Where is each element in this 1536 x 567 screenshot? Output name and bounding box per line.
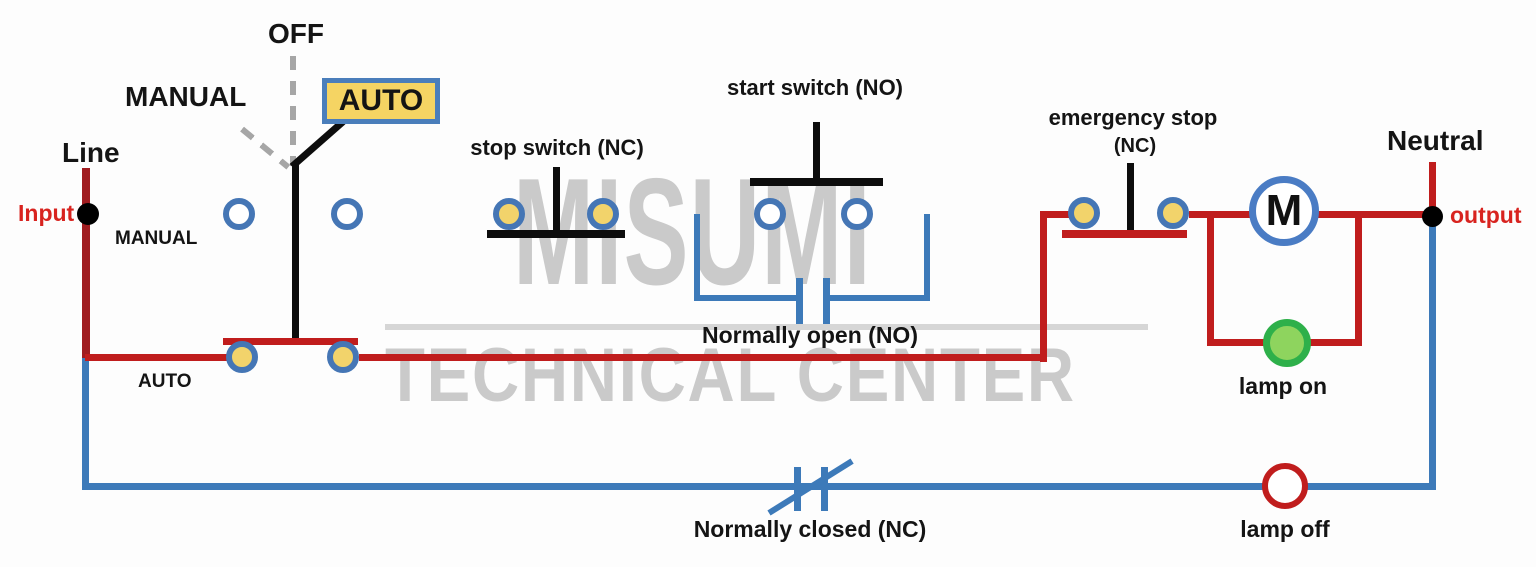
auto-branch-wire-left	[85, 354, 227, 361]
neutral-rail-wire-blue	[1429, 220, 1436, 490]
start-switch-stem	[813, 122, 820, 180]
selector-off-position-dashed-line	[290, 56, 296, 166]
no-contact-bar-left	[796, 278, 803, 324]
neutral-rail-label: Neutral	[1387, 125, 1484, 156]
selector-manual-label: MANUAL	[125, 81, 247, 112]
auto-branch-rise	[1040, 214, 1047, 362]
start-switch-terminal-left	[754, 198, 786, 230]
no-branch-horizontal-left	[694, 295, 797, 301]
output-label: output	[1450, 202, 1522, 228]
emergency-stop-nc-label: (NC)	[1113, 135, 1157, 157]
nc-contact-bar-left	[794, 467, 801, 511]
no-branch-right-rise	[924, 214, 930, 301]
stop-switch-label: stop switch (NC)	[470, 135, 644, 160]
bottom-rail-wire	[82, 483, 1436, 490]
selector-linkage-rod	[292, 165, 299, 341]
watermark-technical-center: TECHNICAL CENTER	[385, 333, 1076, 418]
stop-switch-terminal-left	[493, 198, 525, 230]
start-switch-terminal-right	[841, 198, 873, 230]
manual-contact-terminal-right	[331, 198, 363, 230]
line-rail-wire-blue	[82, 358, 89, 490]
output-junction-dot	[1422, 206, 1443, 227]
line-rail-label: Line	[62, 137, 120, 168]
no-contact-bar-right	[823, 278, 830, 324]
input-label: Input	[18, 200, 75, 226]
lamp-branch-horizontal-left	[1207, 339, 1265, 346]
normally-closed-label: Normally closed (NC)	[693, 516, 927, 542]
manual-row-label: MANUAL	[115, 228, 198, 249]
watermark-divider	[385, 324, 1148, 330]
lamp-branch-horizontal-right	[1309, 339, 1362, 346]
lamp-on-indicator	[1263, 319, 1311, 367]
selector-off-label: OFF	[268, 18, 324, 49]
lamp-on-label: lamp on	[1238, 373, 1328, 399]
lamp-off-label: lamp off	[1240, 516, 1330, 542]
selector-manual-position-dashed-line	[240, 126, 291, 170]
selector-auto-label: AUTO	[338, 84, 424, 117]
auto-contact-terminal-right	[327, 341, 359, 373]
motor-symbol: M	[1249, 176, 1319, 246]
normally-open-label: Normally open (NO)	[702, 322, 918, 348]
auto-row-label: AUTO	[138, 371, 192, 392]
wire-motor-to-output	[1316, 211, 1432, 218]
emergency-stop-terminal-left	[1068, 197, 1100, 229]
motor-letter: M	[1265, 186, 1303, 235]
lamp-off-indicator	[1262, 463, 1308, 509]
selector-lever-auto-position	[289, 118, 346, 170]
no-branch-horizontal-right	[830, 295, 930, 301]
lamp-branch-left-drop	[1207, 214, 1214, 346]
selector-auto-box: AUTO	[322, 78, 440, 124]
stop-switch-terminal-right	[587, 198, 619, 230]
emergency-stop-contact-bar	[1062, 230, 1187, 238]
emergency-stop-label: emergency stop	[1048, 105, 1218, 130]
wire-junction-to-emergency	[1040, 211, 1070, 218]
input-junction-dot	[77, 203, 99, 225]
auto-branch-wire-right	[359, 354, 1047, 361]
emergency-stop-terminal-right	[1157, 197, 1189, 229]
stop-switch-stem	[553, 167, 560, 231]
stop-switch-contact-bar	[487, 230, 625, 238]
wire-emergency-to-motor	[1189, 211, 1252, 218]
emergency-stop-stem	[1127, 163, 1134, 231]
auto-contact-bar	[223, 338, 358, 345]
no-branch-left-drop	[694, 214, 700, 301]
line-rail-wire-red	[82, 168, 90, 361]
auto-contact-terminal-left	[226, 341, 258, 373]
start-switch-label: start switch (NO)	[726, 75, 904, 100]
neutral-rail-wire-red	[1429, 162, 1436, 217]
manual-contact-terminal-left	[223, 198, 255, 230]
lamp-branch-right-rise	[1355, 214, 1362, 346]
nc-contact-bar-right	[821, 467, 828, 511]
start-switch-contact-bar	[750, 178, 883, 186]
